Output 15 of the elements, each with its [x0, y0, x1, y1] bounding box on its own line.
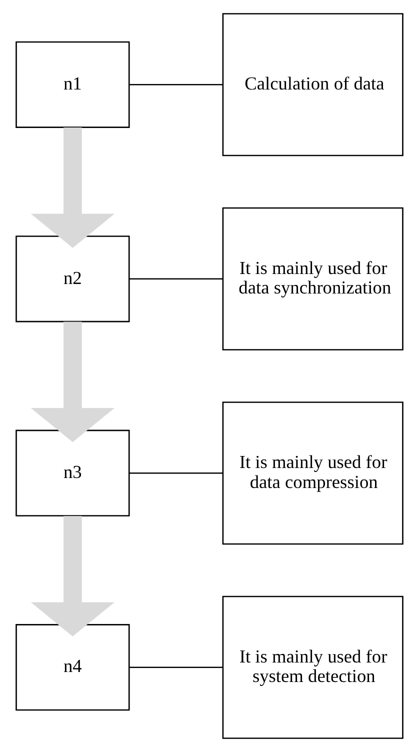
- arrow: [30, 128, 114, 248]
- node-box: n4: [15, 624, 130, 711]
- node-box: n1: [15, 41, 130, 128]
- node-box: n3: [15, 430, 130, 516]
- node-box: n2: [15, 236, 130, 322]
- node-box: Calculation of data: [222, 13, 403, 156]
- connector: [128, 666, 222, 668]
- connector: [128, 84, 222, 86]
- node-box: It is mainly used for system detection: [222, 596, 403, 739]
- arrow: [30, 322, 114, 442]
- connector: [128, 472, 222, 474]
- arrow: [30, 516, 114, 636]
- connector: [128, 278, 222, 280]
- node-box: It is mainly used for data synchronization: [222, 207, 403, 350]
- node-box: It is mainly used for data compression: [222, 402, 403, 545]
